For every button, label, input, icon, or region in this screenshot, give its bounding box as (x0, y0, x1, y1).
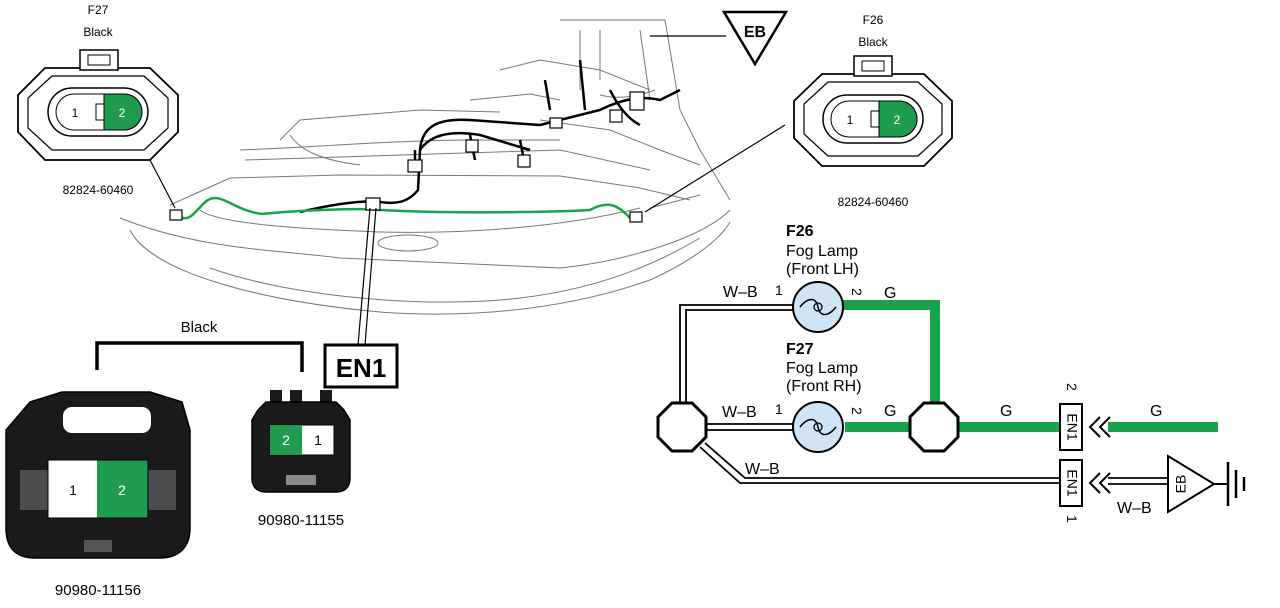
schem-en1-box-bottom: EN1 (1064, 469, 1080, 496)
f27-pin1: 1 (72, 106, 79, 120)
en1-color-bracket: Black (95, 319, 304, 372)
en1-small-part-number: 90980-11155 (258, 512, 344, 529)
wire-label-wb-f27: W–B (722, 404, 757, 421)
wire-label-g-top: G (884, 285, 896, 302)
wire-label-g-right: G (1150, 403, 1162, 420)
f26-connector-location (629, 211, 643, 223)
green-harness (177, 196, 631, 220)
f27-color: Black (83, 25, 113, 39)
left-splice (656, 401, 708, 453)
en1-callout: EN1 (323, 343, 399, 389)
wire-label-wb-bottom: W–B (745, 461, 780, 478)
vehicle-front-drawing (119, 19, 731, 315)
schem-en1-box-top: EN1 (1064, 413, 1080, 440)
leader-lines (149, 124, 786, 346)
eb-ground-symbol-schematic: EB (1167, 454, 1246, 514)
schem-f27-pin1: 1 (775, 401, 783, 417)
en1-chevrons (1088, 416, 1111, 494)
schem-f27-line2: (Front RH) (786, 378, 862, 395)
harness-clips (407, 91, 645, 173)
schem-f26-code: F26 (786, 223, 814, 240)
schem-en1-pin-bottom: 1 (1064, 515, 1080, 523)
f26-lamp-symbol (792, 281, 844, 333)
black-harness (299, 59, 681, 214)
schem-eb-label: EB (1173, 475, 1189, 494)
connector-en1-large: 1 2 90980-11156 (5, 391, 191, 599)
schematic: F26 Fog Lamp (Front LH) F27 Fog Lamp (Fr… (656, 223, 1246, 523)
en1-large-pin1: 1 (69, 482, 77, 498)
wire-label-wb-ground: W–B (1117, 500, 1152, 517)
en1-color-label: Black (181, 319, 218, 336)
f27-part-number: 82824-60460 (63, 183, 134, 197)
schem-f26-line1: Fog Lamp (786, 243, 858, 260)
green-wires (842, 300, 1218, 432)
f27-connector-location (169, 209, 183, 221)
en1-large-pin2: 2 (118, 482, 126, 498)
schem-f26-line2: (Front LH) (786, 261, 859, 278)
wire-label-wb-f26: W–B (723, 284, 758, 301)
f26-name: F26 (863, 13, 884, 27)
schem-f27-pin2: 2 (849, 407, 865, 415)
f27-lamp-symbol (792, 401, 844, 453)
connector-f27: F27 Black 1 2 82824-60460 (17, 3, 179, 197)
eb-ground-symbol-top: EB (650, 10, 789, 67)
f26-color: Black (858, 35, 888, 49)
schem-f27-code: F27 (786, 341, 814, 358)
en1-large-part-number: 90980-11156 (55, 582, 141, 599)
f27-name: F27 (88, 3, 109, 17)
en1-small-pin1: 1 (314, 432, 322, 448)
schem-en1-pin-top: 2 (1064, 383, 1080, 391)
eb-label: EB (744, 24, 766, 41)
f26-pin2: 2 (894, 113, 901, 127)
connector-en1-small: 2 1 90980-11155 (251, 390, 351, 529)
en1-small-pin2: 2 (282, 432, 290, 448)
en1-connector-location (365, 197, 381, 211)
wb-wires (679, 304, 1168, 485)
f26-pin1: 1 (847, 113, 854, 127)
schem-f26-pin1: 1 (775, 282, 783, 298)
schem-f26-pin2: 2 (849, 288, 865, 296)
f27-pin2: 2 (119, 106, 126, 120)
wire-label-g-f27: G (884, 403, 896, 420)
wire-label-g-mid: G (1000, 403, 1012, 420)
right-splice (908, 401, 960, 453)
connector-f26: F26 Black 1 2 82824-60460 (793, 13, 953, 209)
en1-callout-label: EN1 (336, 353, 387, 383)
f26-part-number: 82824-60460 (838, 195, 909, 209)
schem-f27-line1: Fog Lamp (786, 360, 858, 377)
